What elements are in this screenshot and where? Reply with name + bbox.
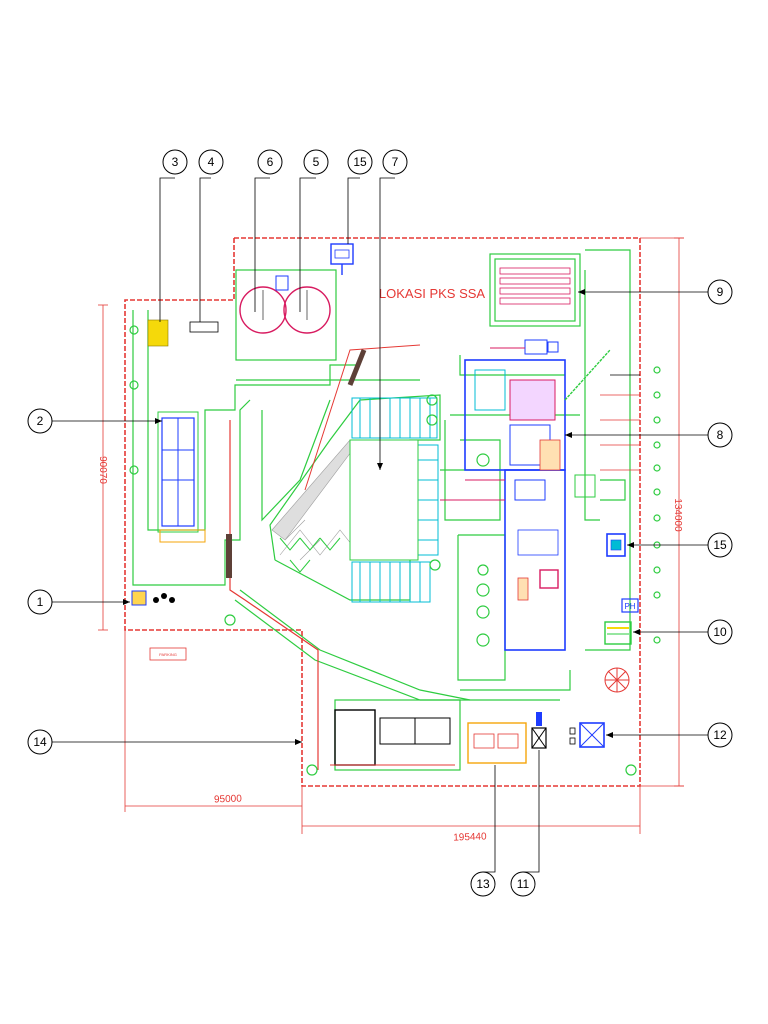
process-plant	[440, 339, 611, 651]
ph-box	[621, 598, 639, 613]
callout-15-right: 15	[713, 538, 727, 552]
dim-width-long: 195440	[453, 831, 487, 843]
tank-marker	[275, 275, 289, 291]
guard-house	[131, 590, 147, 606]
dim-width-short: 95000	[214, 794, 243, 806]
genset-house	[604, 621, 632, 645]
callout-14: 14	[33, 735, 47, 749]
dim-height-left: 90070	[97, 456, 108, 484]
chimney-house	[569, 722, 605, 748]
callout-3: 3	[172, 155, 179, 169]
hatched-area	[271, 439, 361, 561]
parking-area	[149, 647, 187, 661]
callout-7: 7	[392, 155, 399, 169]
callout-bubbles	[27, 149, 733, 897]
right-tick-lines	[600, 374, 640, 471]
gate-post-left	[226, 534, 232, 578]
site-boundary	[124, 237, 641, 787]
pipeline-right	[304, 344, 421, 491]
callout-9: 9	[717, 285, 724, 299]
gate-post-top	[347, 349, 367, 386]
parking-label: PARKING	[159, 652, 177, 657]
pipeline	[229, 420, 319, 770]
callout-4: 4	[208, 155, 215, 169]
water-treatment	[604, 667, 630, 693]
callout-6: 6	[267, 155, 274, 169]
workshop-building	[157, 411, 206, 543]
callout-numbers: 3 4 6 5 15 7 2 1 14 9 8 15 10 12 13 11	[33, 155, 727, 891]
dimension-lines	[98, 237, 684, 834]
road-network	[132, 249, 631, 771]
callout-12: 12	[713, 728, 727, 742]
tree-icons	[129, 325, 637, 776]
leader-lines	[52, 177, 708, 873]
storage-tanks	[239, 286, 331, 334]
yellow-storage	[147, 319, 169, 347]
office-building	[467, 722, 527, 764]
callout-5: 5	[313, 155, 320, 169]
callout-15-top: 15	[353, 155, 367, 169]
fresh-fruit-bunch-area	[499, 267, 571, 305]
weighbridge-right	[606, 533, 626, 557]
site-title: LOKASI PKS SSA	[379, 286, 486, 301]
callout-2: 2	[37, 414, 44, 428]
right-markers	[653, 366, 661, 644]
weighbridge-top	[330, 243, 354, 275]
callout-10: 10	[713, 625, 727, 639]
callout-13: 13	[476, 877, 490, 891]
ph-label: PH	[624, 602, 635, 611]
pump-house	[531, 712, 547, 749]
callout-1: 1	[37, 595, 44, 609]
dim-height-right: 134000	[672, 498, 683, 532]
weighbridge-right-inner	[610, 539, 622, 551]
callout-11: 11	[517, 877, 530, 891]
callout-8: 8	[717, 428, 724, 442]
chevron-markings	[279, 537, 341, 573]
leader-arrowheads	[123, 289, 640, 745]
central-building	[349, 439, 419, 561]
small-building	[189, 321, 219, 333]
bollards	[153, 593, 175, 603]
fuel-station	[330, 709, 455, 766]
